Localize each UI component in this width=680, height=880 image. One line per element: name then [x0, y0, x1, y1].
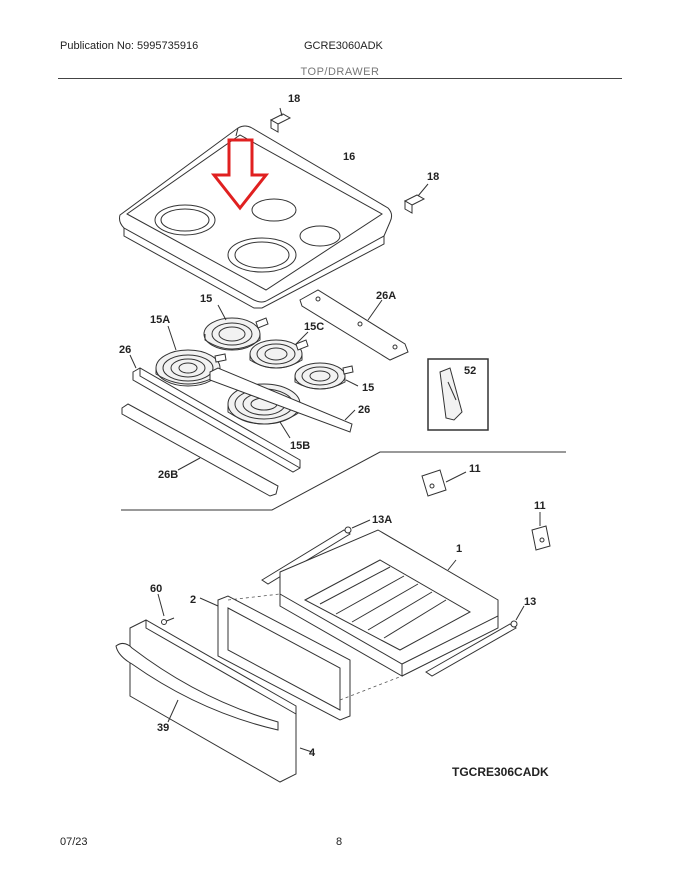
callout-26-left: 26 [119, 344, 131, 356]
element-15-right-part[interactable] [294, 362, 359, 390]
bracket-18-right-part[interactable] [403, 183, 429, 214]
element-15-top-part[interactable] [203, 304, 269, 351]
section-title: TOP/DRAWER [300, 66, 380, 78]
part-52-inset[interactable] [427, 358, 489, 431]
slide-13-part[interactable] [425, 605, 525, 677]
callout-15a: 15A [150, 314, 170, 326]
diagram-code: TGCRE306CADK [452, 765, 549, 779]
assembly-guide-line [339, 675, 403, 701]
red-arrow-icon [210, 138, 270, 211]
callout-15-top: 15 [200, 293, 212, 305]
callout-4: 4 [309, 747, 316, 759]
callout-15c: 15C [304, 321, 324, 333]
callout-1: 1 [456, 543, 462, 555]
drawer-body-part[interactable] [279, 529, 499, 677]
callout-18-top: 18 [288, 93, 300, 105]
callout-13: 13 [524, 596, 536, 608]
bracket-11-left-part[interactable] [421, 469, 467, 497]
callout-60: 60 [150, 583, 162, 595]
element-15c-part[interactable] [249, 331, 309, 369]
callout-11-right: 11 [534, 500, 546, 512]
callout-15-right: 15 [362, 382, 374, 394]
rail-26-left-part[interactable] [129, 354, 301, 473]
section-divider-line [121, 451, 566, 511]
callout-52: 52 [464, 365, 476, 377]
callout-15b: 15B [290, 440, 310, 452]
model-number: GCRE3060ADK [304, 40, 383, 52]
inner-panel-2-part[interactable] [199, 595, 351, 721]
cooktop-glass-part[interactable] [119, 125, 393, 309]
screw-60-part[interactable] [157, 593, 175, 625]
callout-2: 2 [190, 594, 196, 606]
callout-13a: 13A [372, 514, 392, 526]
footer-date: 07/23 [60, 836, 88, 848]
callout-16: 16 [343, 151, 355, 163]
callout-18-right: 18 [427, 171, 439, 183]
callout-26-right: 26 [358, 404, 370, 416]
bracket-26a-part[interactable] [299, 289, 409, 361]
page-number: 8 [336, 836, 343, 848]
publication-number: Publication No: 5995735916 [60, 40, 199, 52]
callout-39: 39 [157, 722, 169, 734]
bracket-18-top-part[interactable] [269, 107, 292, 133]
bracket-11-right-part[interactable] [531, 512, 551, 551]
trim-26b-part[interactable] [121, 403, 279, 497]
assembly-guide-line [227, 593, 281, 601]
element-15a-part[interactable] [155, 325, 227, 387]
callout-26b: 26B [158, 469, 178, 481]
header-rule [58, 78, 622, 79]
rail-26-right-part[interactable] [209, 367, 356, 433]
handle-39-part[interactable] [115, 642, 279, 731]
callout-11-left: 11 [469, 463, 481, 475]
callout-26a: 26A [376, 290, 396, 302]
